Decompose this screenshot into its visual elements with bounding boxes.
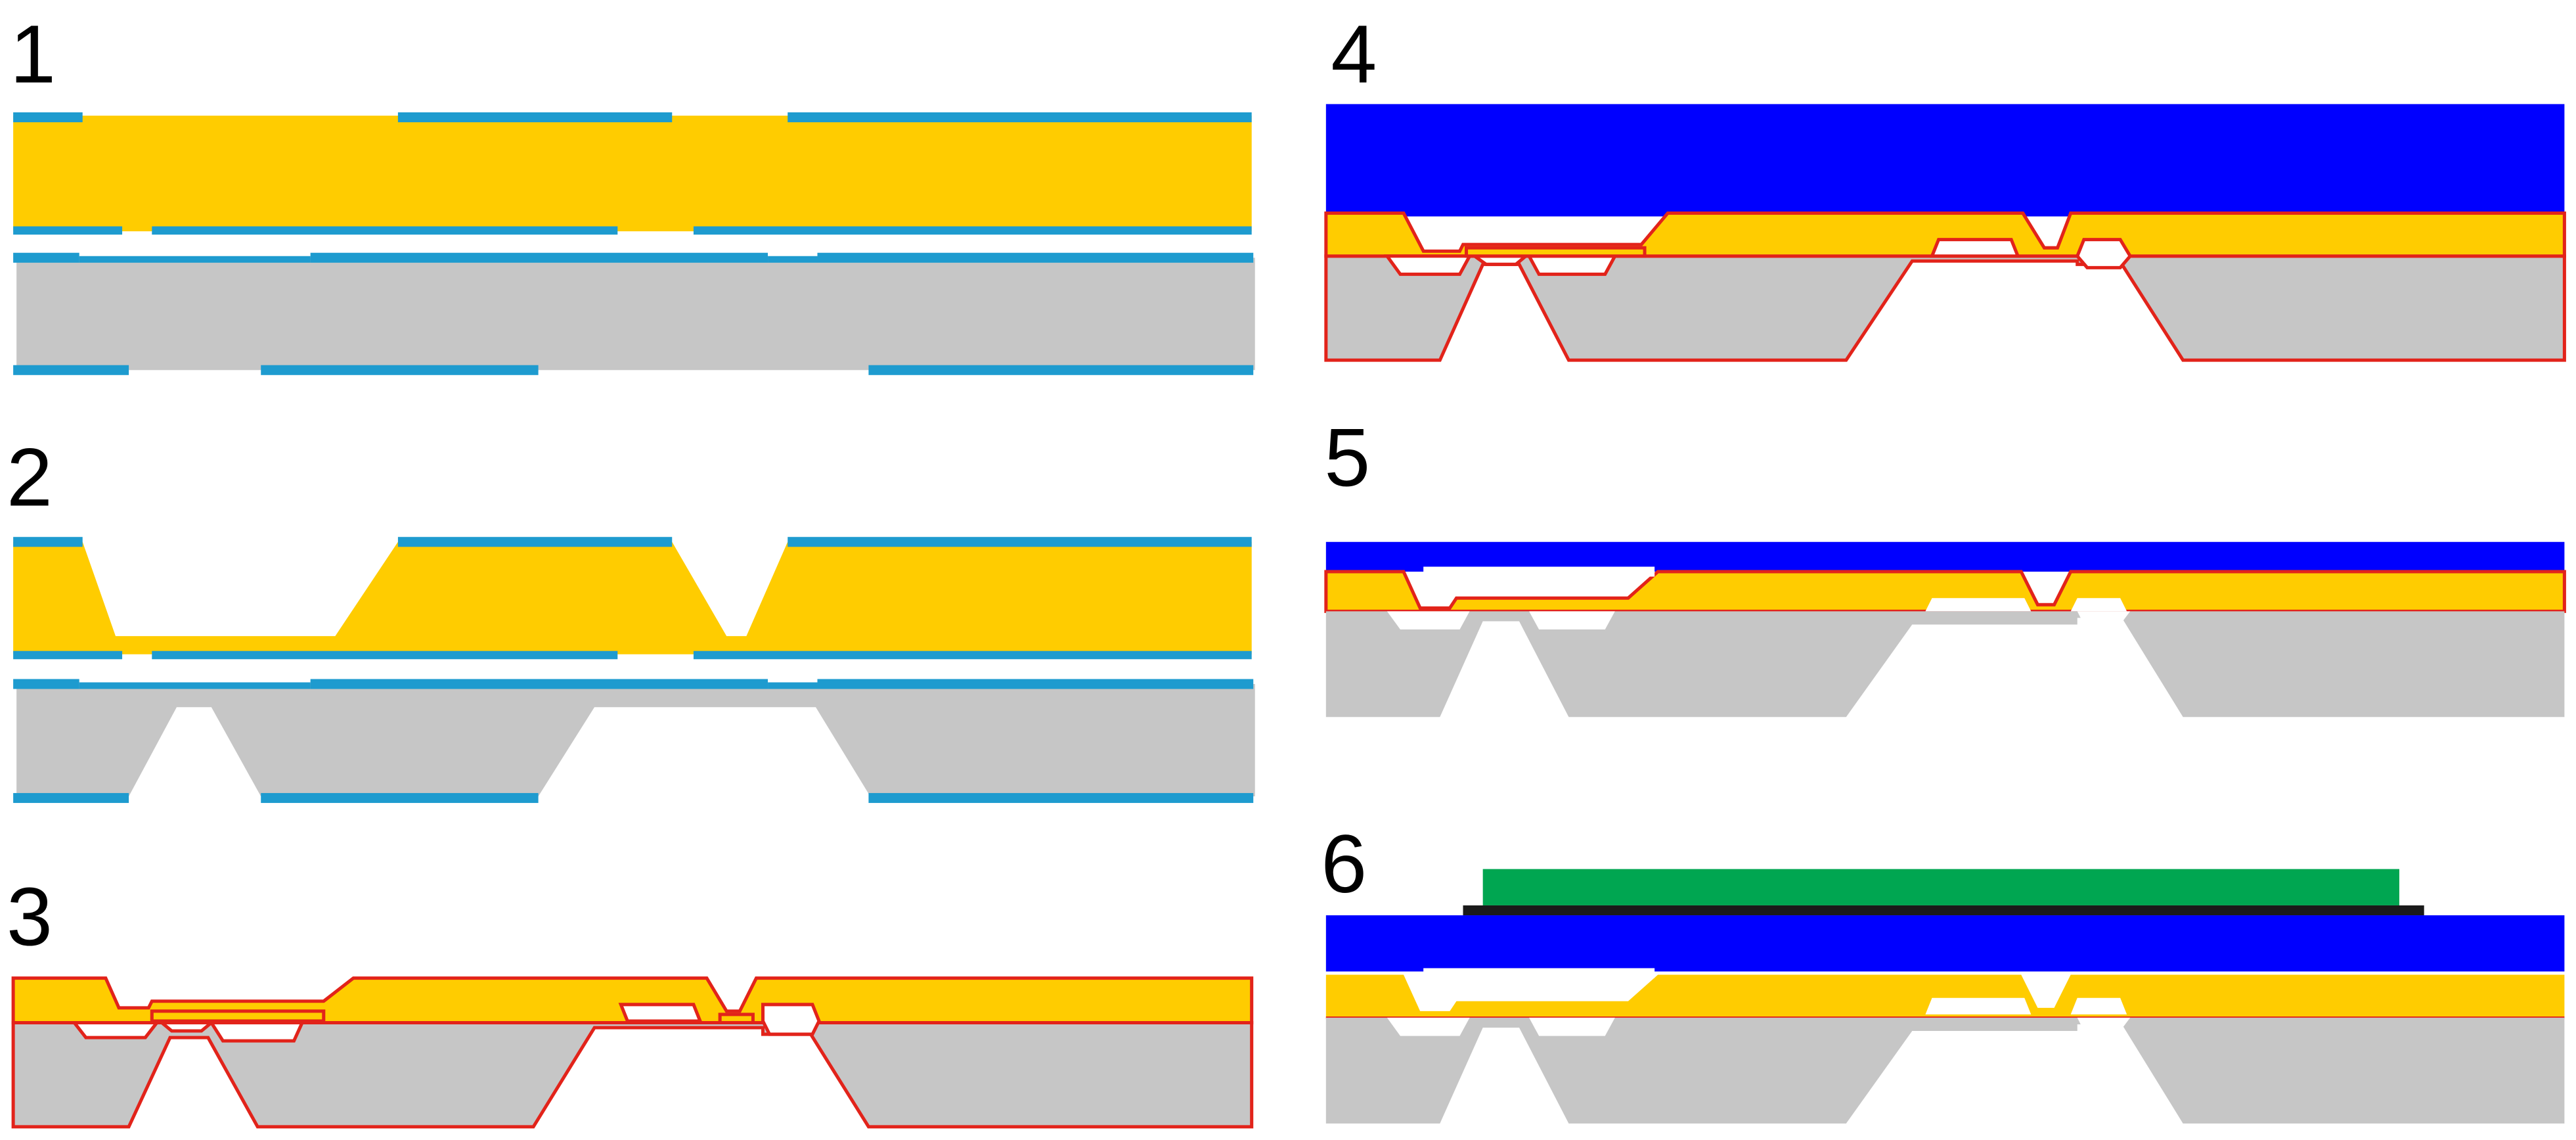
step-1-label: 1 — [10, 8, 56, 101]
step-6-cavities — [1387, 1017, 2131, 1036]
step-6-bottom-wafer — [1325, 1017, 2565, 1124]
step-3-cavities — [70, 1003, 821, 1043]
step-4-pad — [1465, 246, 1647, 258]
step-4-blue-layer — [1325, 104, 2565, 217]
step-5-gold-gaps — [1423, 566, 2127, 612]
step-2-label: 2 — [7, 430, 53, 523]
step-1-top-wafer — [13, 116, 1252, 232]
step-3-pads — [150, 1009, 755, 1024]
step-4-label: 4 — [1331, 8, 1377, 101]
step-5-top-wafer — [1324, 570, 2566, 613]
step-6-panel: 6 — [1321, 817, 2565, 1124]
step-1-top-films — [13, 112, 1252, 235]
step-6-label: 6 — [1321, 817, 1367, 910]
step-5-cavities — [1387, 611, 2131, 630]
step-5-panel: 5 — [1324, 411, 2566, 718]
step-2-top-films — [13, 537, 1252, 660]
step-1-panel: 1 — [10, 8, 1255, 375]
step-6-top-wafer — [1325, 974, 2565, 1018]
step-1-bottom-wafer — [16, 258, 1255, 371]
step-2-panel: 2 — [7, 430, 1255, 804]
step-6-green-layer — [1482, 869, 2399, 905]
step-3-label: 3 — [7, 870, 53, 963]
step-5-label: 5 — [1324, 411, 1370, 503]
step-2-bottom-wafer — [16, 684, 1255, 796]
step-6-black-film — [1463, 905, 2424, 916]
step-5-bottom-wafer — [1325, 611, 2565, 718]
step-3-panel: 3 — [7, 870, 1254, 1129]
step-4-panel: 4 — [1324, 8, 2566, 362]
step-1-bottom-films — [13, 252, 1254, 375]
step-2-top-wafer — [13, 541, 1252, 654]
step-6-blue-layer — [1325, 915, 2565, 972]
step-2-bottom-films — [13, 679, 1254, 804]
step-6-gold-gaps — [1423, 968, 2127, 1015]
step-4-top-wafer — [1324, 211, 2566, 258]
step-4-bottom-wafer — [1324, 254, 2566, 362]
step-3-bottom-wafer — [11, 1020, 1254, 1129]
